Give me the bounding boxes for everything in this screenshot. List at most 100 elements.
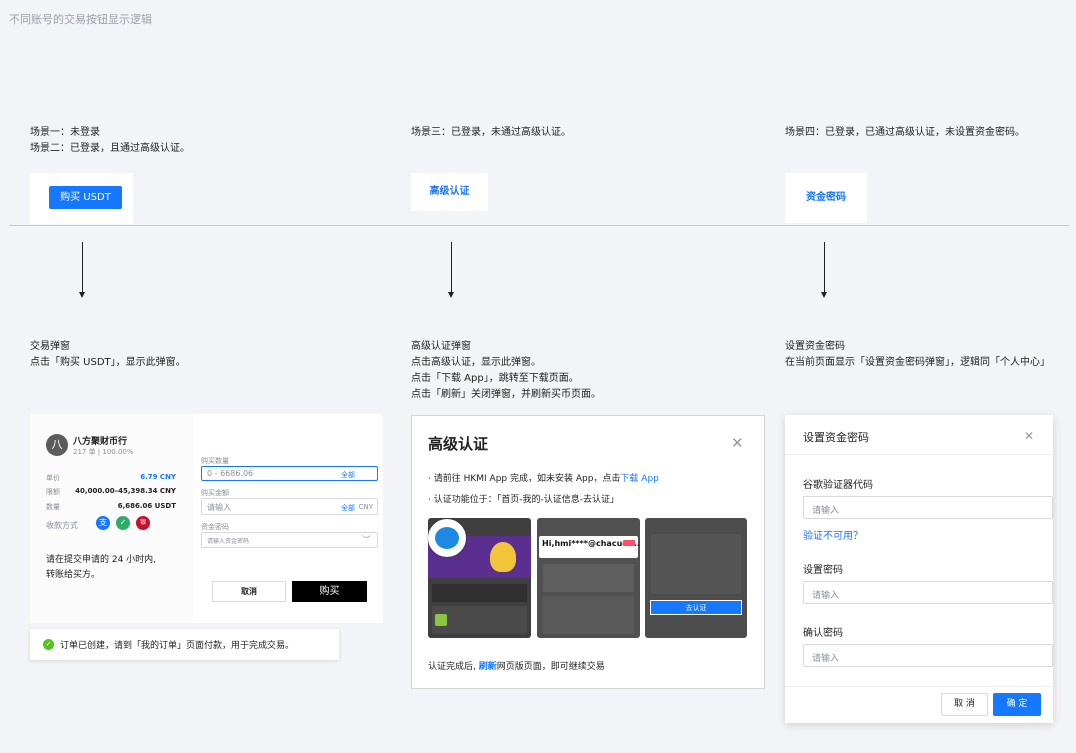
verify-info-list: [651, 534, 741, 594]
fund-pwd-label: 资金密码: [201, 523, 229, 531]
verify-line-2: · 认证功能位于：「首页-我的-认证信息-去认证」: [428, 495, 619, 505]
arrow-head-icon: [448, 292, 454, 298]
fund-password-button[interactable]: 资金密码: [785, 173, 867, 223]
close-icon[interactable]: ✕: [1024, 429, 1035, 443]
price-label: 单价: [46, 474, 60, 482]
list-block: [432, 606, 527, 634]
verify-modal: 高级认证 ✕ · 请前往 HKMI App 完成，如未安装 App，点击下载 A…: [411, 415, 765, 689]
fund-pwd-input[interactable]: 请输入资金密码 ︶: [201, 532, 378, 548]
notice-line: 请在提交申请的 24 小时内,: [46, 555, 157, 565]
section-divider: [9, 225, 1069, 226]
desc-line: 设置资金密码: [785, 341, 845, 352]
notice-line: 转账给买方。: [46, 570, 101, 580]
buy-usdt-button[interactable]: 购买 USDT: [49, 186, 122, 209]
scenario-line: 场景三：已登录，未通过高级认证。: [411, 127, 571, 138]
quantity-value: 6,686.06 USDT: [117, 502, 176, 510]
page-title: 不同账号的交易按钮显示逻辑: [9, 13, 152, 26]
google-code-placeholder: 请输入: [812, 506, 840, 516]
phone-screenshot-1: [428, 518, 531, 638]
desc-line: 点击高级认证，显示此弹窗。: [411, 357, 541, 368]
qty-all-button[interactable]: 全部: [341, 471, 355, 479]
quantity-label: 数量: [46, 503, 60, 511]
desc-line: 在当前页面显示「设置资金密码弹窗」，逻辑同「个人中心」: [785, 357, 1050, 368]
password-placeholder: 请输入: [812, 591, 840, 601]
footer-divider: [785, 686, 1053, 687]
footer-prefix: 认证完成后,: [428, 662, 476, 672]
modal-desc-3: 设置资金密码 在当前页面显示「设置资金密码弹窗」，逻辑同「个人中心」: [785, 339, 1050, 371]
setpwd-cancel-button[interactable]: 取 消: [941, 693, 988, 716]
modal-desc-2: 高级认证弹窗 点击高级认证，显示此弹窗。 点击「下载 App」，跳转至下载页面。…: [411, 339, 601, 403]
toast-text: 订单已创建，请到「我的订单」页面付款，用于完成交易。: [60, 641, 295, 651]
setpwd-title: 设置资金密码: [803, 431, 869, 444]
transfer-notice: 请在提交申请的 24 小时内, 转账给买方。: [46, 553, 156, 583]
go-verify-button[interactable]: 去认证: [650, 600, 742, 615]
price-value: 6.79 CNY: [140, 473, 176, 481]
eye-icon[interactable]: ︶: [361, 536, 371, 546]
buy-qty-label: 购买数量: [201, 457, 229, 465]
hkmi-logo-icon: [428, 519, 466, 557]
flow-arrow-1: [82, 242, 83, 292]
verify-unavailable-link[interactable]: 验证不可用？: [803, 531, 863, 542]
profile-popup: Hi,hmi****@chacuo....: [539, 536, 640, 558]
menu-list: [543, 596, 634, 634]
confirm-password-input[interactable]: 请输入: [803, 644, 1053, 667]
advanced-verify-button[interactable]: 高级认证: [411, 173, 488, 211]
qty-placeholder: 0 - 6686.06: [207, 469, 254, 478]
scenario-desc-1: 场景一：未登录 场景二：已登录，且通过高级认证。: [30, 125, 190, 157]
google-code-label: 谷歌验证器代码: [803, 480, 873, 491]
refresh-link[interactable]: 刷新: [478, 662, 497, 672]
merchant-name: 八方聚财币行: [73, 437, 128, 447]
line1-text: · 请前往 HKMI App 完成，如未安装 App，点击: [428, 474, 621, 484]
limit-label: 限额: [46, 488, 60, 496]
modal-desc-1: 交易弹窗 点击「购买 USDT」，显示此弹窗。: [30, 339, 186, 371]
scenario-line: 场景四：已登录，已通过高级认证，未设置资金密码。: [785, 127, 1025, 138]
arrow-head-icon: [79, 292, 85, 298]
phone-screenshot-3: 去认证: [645, 518, 747, 638]
buy-qty-input[interactable]: 0 - 6686.06 全部: [201, 466, 378, 481]
success-toast: ✓ 订单已创建，请到「我的订单」页面付款，用于完成交易。: [30, 629, 339, 660]
buy-amount-label: 购买金额: [201, 489, 229, 497]
desc-line: 点击「刷新」关闭弹窗，并刷新买币页面。: [411, 389, 601, 400]
app-icon: [435, 614, 447, 626]
trade-cancel-button[interactable]: 取消: [212, 581, 286, 602]
confirm-placeholder: 请输入: [812, 654, 840, 664]
phone-screenshot-2: Hi,hmi****@chacuo....: [537, 518, 640, 638]
amount-placeholder: 请输入: [207, 503, 231, 512]
confirm-password-label: 确认密码: [803, 628, 843, 639]
set-password-label: 设置密码: [803, 565, 843, 576]
ticker-row: [432, 584, 527, 602]
tag-badge: [623, 540, 635, 546]
verify-line-1: · 请前往 HKMI App 完成，如未安装 App，点击下载 App: [428, 471, 659, 484]
amount-all-button[interactable]: 全部: [341, 504, 355, 512]
desc-line: 点击「购买 USDT」，显示此弹窗。: [30, 357, 186, 368]
duck-illustration: [490, 542, 516, 572]
logo-mark: [435, 527, 459, 549]
scenario-desc-3: 场景四：已登录，已通过高级认证，未设置资金密码。: [785, 125, 1025, 141]
trade-modal: 八 八方聚财币行 217 单 | 100.00% 单价 6.79 CNY 限额 …: [30, 414, 383, 623]
bank-card-icon: 银: [136, 516, 150, 530]
merchant-stats: 217 单 | 100.00%: [73, 448, 134, 456]
download-app-link[interactable]: 下载 App: [620, 474, 659, 484]
desc-line: 高级认证弹窗: [411, 341, 471, 352]
scenario-desc-2: 场景三：已登录，未通过高级认证。: [411, 125, 571, 141]
arrow-head-icon: [821, 292, 827, 298]
verify-footer: 认证完成后, 刷新网页版页面，即可继续交易: [428, 659, 605, 672]
flow-arrow-2: [451, 242, 452, 292]
scenario-line: 场景二：已登录，且通过高级认证。: [30, 143, 190, 154]
trade-buy-button[interactable]: 购买: [292, 581, 367, 602]
footer-suffix: 网页版页面，即可继续交易: [496, 662, 605, 672]
set-password-input[interactable]: 请输入: [803, 581, 1053, 604]
wechat-icon: ✓: [116, 516, 130, 530]
buy-amount-input[interactable]: 请输入 全部 CNY: [201, 498, 378, 515]
google-code-input[interactable]: 请输入: [803, 496, 1053, 519]
scenario-line: 场景一：未登录: [30, 127, 100, 138]
limit-value: 40,000.00–45,398.34 CNY: [75, 487, 176, 495]
header-divider: [785, 454, 1053, 455]
profile-greeting: Hi,hmi****@chacuo....: [542, 539, 640, 548]
close-icon[interactable]: ✕: [731, 434, 744, 452]
menu-grid: [543, 564, 634, 592]
setpwd-confirm-button[interactable]: 确 定: [993, 693, 1041, 716]
desc-line: 交易弹窗: [30, 341, 70, 352]
desc-line: 点击「下载 App」，跳转至下载页面。: [411, 373, 579, 384]
amount-unit: CNY: [358, 503, 373, 511]
